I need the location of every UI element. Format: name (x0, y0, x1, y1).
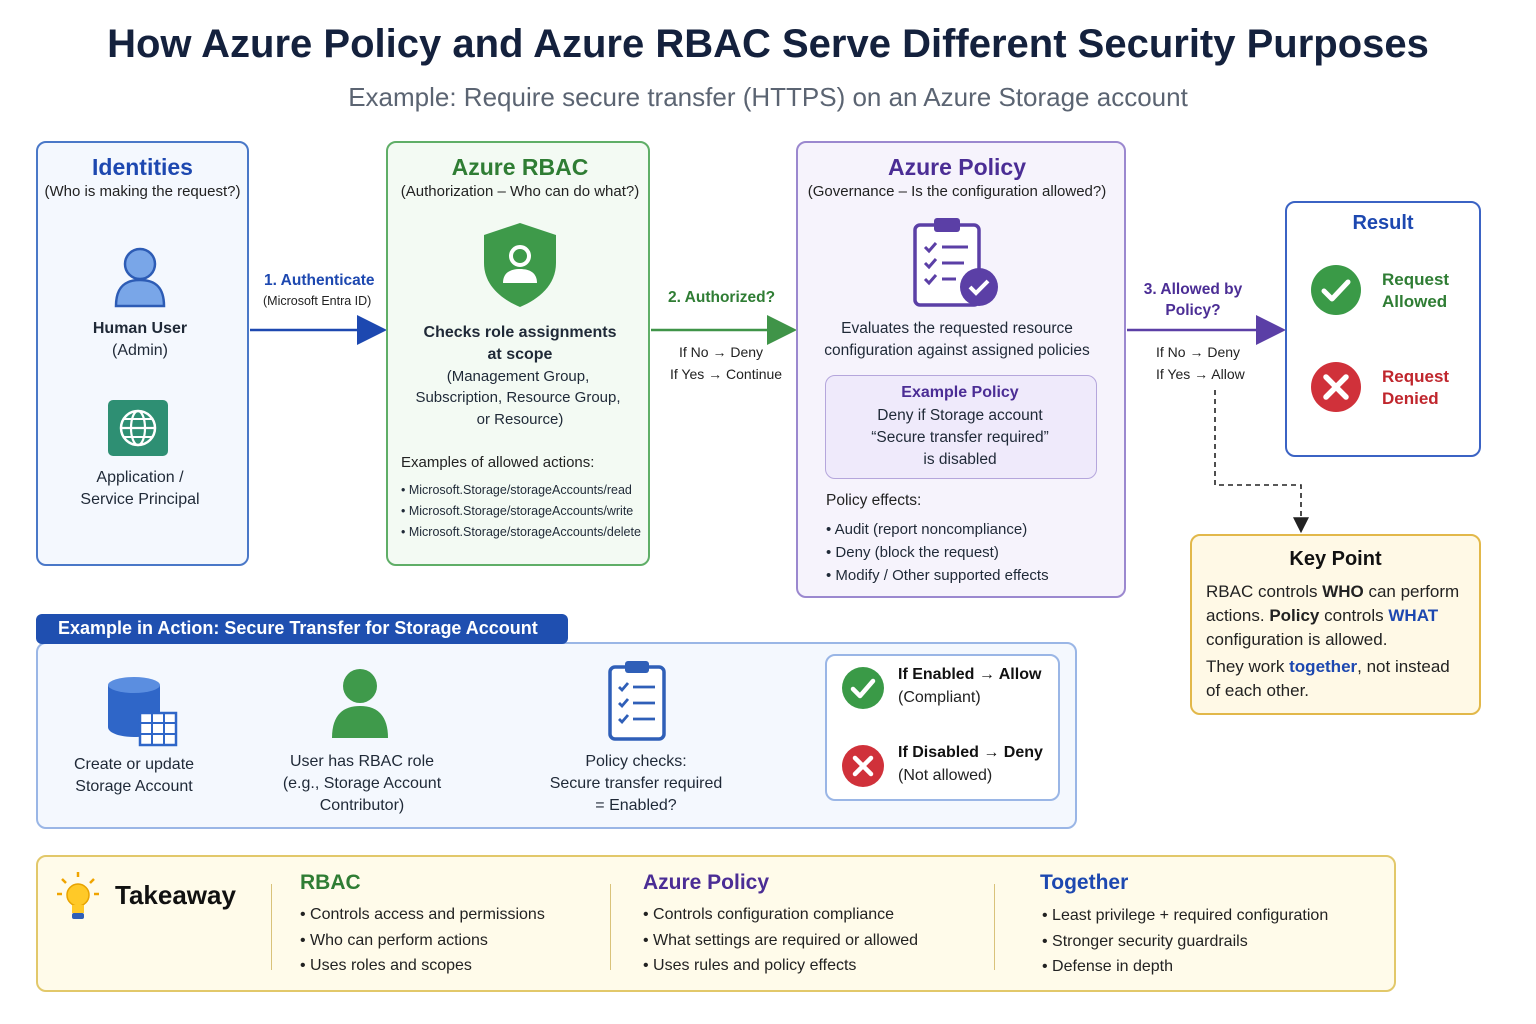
policy-subtitle: (Governance – Is the configuration allow… (807, 183, 1107, 200)
takeaway-divider (610, 884, 611, 970)
human-user-role: (Admin) (111, 342, 168, 359)
step3-line1: Policy checks: (585, 753, 687, 770)
list-item: What settings are required or allowed (643, 928, 918, 954)
globe-app-icon (108, 400, 168, 456)
identities-title: Identities (92, 154, 193, 180)
list-item: Deny (block the request) (826, 541, 1049, 564)
key-point-title: Key Point (1289, 548, 1382, 570)
clipboard-list-icon (608, 661, 666, 741)
authorized-no: If No → Deny (679, 344, 764, 360)
key-point-text: RBAC controls WHO can perform actions. P… (1206, 582, 1460, 700)
example-policy-line1: Deny if Storage account (877, 407, 1043, 424)
takeaway-rbac-title: RBAC (300, 871, 361, 894)
list-item: Audit (report noncompliance) (826, 518, 1049, 541)
example-banner: Example in Action: Secure Transfer for S… (36, 614, 568, 644)
example-policy-line3: is disabled (923, 451, 997, 468)
list-item: Controls configuration compliance (643, 902, 918, 928)
shield-user-icon (484, 223, 556, 307)
identities-subtitle: (Who is making the request?) (44, 183, 241, 200)
request-allowed-line1: Request (1382, 270, 1450, 289)
result-title: Result (1352, 212, 1414, 234)
example-policy-title: Example Policy (901, 384, 1019, 401)
app-label-line2: Service Principal (80, 491, 200, 508)
list-item: Controls access and permissions (300, 902, 545, 928)
page-subtitle: Example: Require secure transfer (HTTPS)… (348, 82, 1188, 112)
rbac-scope-line1: (Management Group, (446, 368, 590, 385)
takeaway-divider (271, 884, 272, 970)
check-circle-icon (842, 667, 884, 709)
disabled-label: If Disabled → Deny (898, 744, 1043, 761)
takeaway-together-title: Together (1040, 871, 1129, 894)
authenticate-label: 1. Authenticate (264, 272, 375, 289)
x-circle-icon (1311, 362, 1361, 412)
rbac-scope-line3: or Resource) (476, 411, 564, 428)
step3-line2: Secure transfer required (549, 775, 723, 792)
step1-line1: Create or update (73, 756, 195, 773)
takeaway-rbac-list: Controls access and permissions Who can … (300, 902, 545, 979)
user-icon (114, 247, 166, 308)
arrow-keypoint-dashed (1214, 390, 1309, 534)
step2-line3: Contributor) (319, 797, 405, 814)
enabled-label: If Enabled → Allow (898, 666, 1042, 683)
rbac-examples-heading: Examples of allowed actions: (401, 454, 595, 471)
list-item: Uses roles and scopes (300, 953, 545, 979)
step1-line2: Storage Account (75, 778, 193, 795)
storage-database-icon (108, 677, 178, 747)
page-title: How Azure Policy and Azure RBAC Serve Di… (107, 22, 1429, 66)
takeaway-divider (994, 884, 995, 970)
rbac-checks-line2: at scope (487, 346, 553, 363)
example-policy-line2: “Secure transfer required” (871, 429, 1049, 446)
list-item: Uses rules and policy effects (643, 953, 918, 979)
rbac-checks-line1: Checks role assignments (423, 324, 617, 341)
rbac-title: Azure RBAC (451, 154, 589, 180)
enabled-sub: (Compliant) (898, 689, 981, 706)
policy-effects-heading: Policy effects: (826, 492, 922, 509)
allowed-label-line1: 3. Allowed by (1143, 281, 1243, 298)
list-item: Microsoft.Storage/storageAccounts/delete (401, 522, 641, 543)
takeaway-label: Takeaway (115, 880, 236, 910)
user-green-icon (332, 669, 388, 738)
list-item: Least privilege + required configuration (1042, 903, 1328, 929)
identities-panel (36, 141, 249, 566)
authorized-yes: If Yes → Continue (670, 366, 783, 382)
takeaway-policy-title: Azure Policy (643, 871, 770, 894)
takeaway-together-list: Least privilege + required configuration… (1042, 903, 1328, 980)
rbac-scope-line2: Subscription, Resource Group, (415, 389, 621, 406)
step2-line1: User has RBAC role (289, 753, 435, 770)
clipboard-check-icon (913, 218, 998, 307)
result-panel (1285, 201, 1481, 457)
example-policy-box (825, 375, 1097, 479)
rbac-subtitle: (Authorization – Who can do what?) (400, 183, 640, 200)
step3-line3: = Enabled? (595, 797, 677, 814)
policy-eval-line2: configuration against assigned policies (824, 342, 1090, 359)
lightbulb-icon (57, 872, 99, 919)
request-denied-line2: Denied (1382, 389, 1439, 408)
policy-eval-line1: Evaluates the requested resource (841, 320, 1073, 337)
allowed-label-line2: Policy? (1165, 302, 1221, 319)
list-item: Microsoft.Storage/storageAccounts/write (401, 501, 641, 522)
request-denied-line1: Request (1382, 367, 1450, 386)
allowed-yes: If Yes → Allow (1156, 366, 1245, 382)
request-allowed-line2: Allowed (1382, 292, 1448, 311)
disabled-sub: (Not allowed) (898, 767, 993, 784)
authenticate-sub: (Microsoft Entra ID) (263, 294, 372, 308)
list-item: Microsoft.Storage/storageAccounts/read (401, 480, 641, 501)
allowed-no: If No → Deny (1156, 344, 1241, 360)
x-circle-icon (842, 745, 884, 787)
list-item: Defense in depth (1042, 954, 1328, 980)
rbac-actions-list: Microsoft.Storage/storageAccounts/read M… (401, 480, 641, 543)
app-label-line1: Application / (96, 469, 184, 486)
authorized-label: 2. Authorized? (668, 289, 776, 306)
list-item: Modify / Other supported effects (826, 564, 1048, 587)
step2-line2: (e.g., Storage Account (282, 775, 442, 792)
list-item: Who can perform actions (300, 928, 545, 954)
policy-title: Azure Policy (887, 154, 1027, 180)
check-circle-icon (1311, 265, 1361, 315)
policy-effects-list: Audit (report noncompliance) Deny (block… (826, 518, 1049, 587)
list-item: Stronger security guardrails (1042, 929, 1328, 955)
key-point-panel (1190, 534, 1481, 715)
human-user-label: Human User (92, 320, 188, 337)
takeaway-policy-list: Controls configuration compliance What s… (643, 902, 918, 979)
